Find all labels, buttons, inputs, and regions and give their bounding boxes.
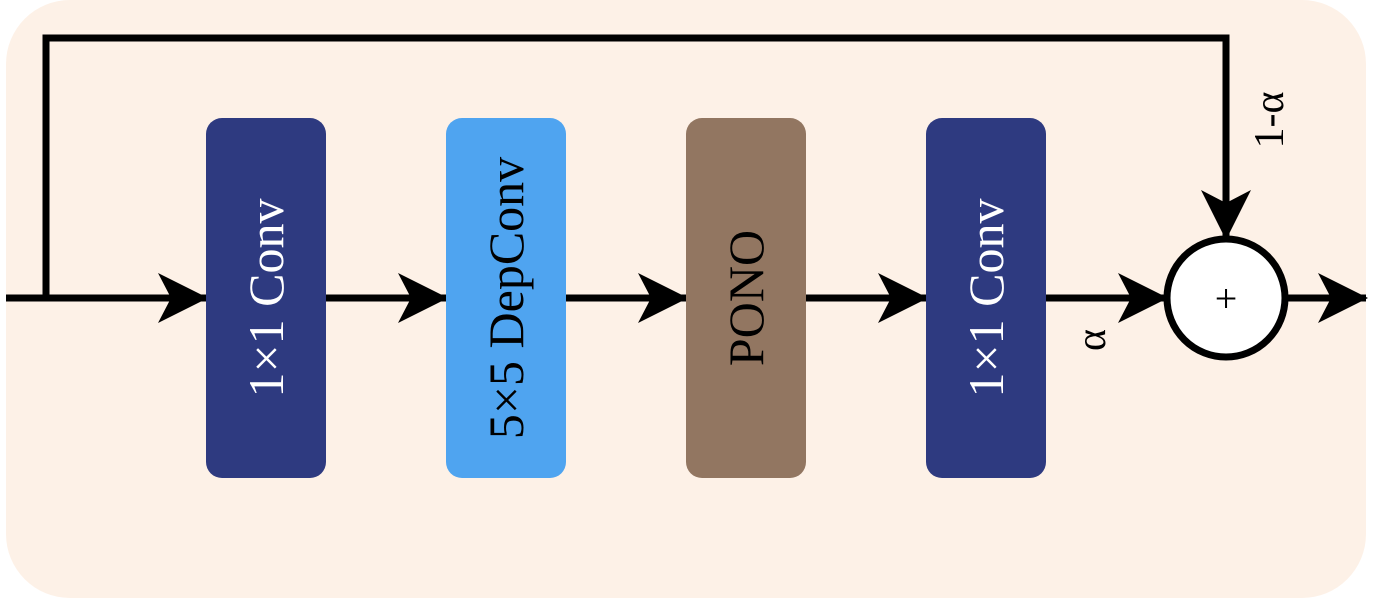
alpha-weight-label: α bbox=[1069, 328, 1115, 352]
conv1x1-block-2: 1×1 Conv bbox=[926, 118, 1046, 478]
sum-node bbox=[1163, 235, 1289, 361]
pono-block-label: PONO bbox=[718, 229, 774, 367]
conv1x1-block-1-label: 1×1 Conv bbox=[238, 198, 294, 398]
skip-connection-arrow bbox=[42, 34, 1251, 298]
one-minus-alpha-weight-label: 1-α bbox=[1247, 91, 1293, 149]
pono-block: PONO bbox=[686, 118, 806, 478]
conv1x1-block-1: 1×1 Conv bbox=[206, 118, 326, 478]
depconv5x5-block: 5×5 DepConv bbox=[446, 118, 566, 478]
depconv5x5-block-label: 5×5 DepConv bbox=[478, 156, 534, 440]
sum-node-symbol: + bbox=[1215, 276, 1238, 321]
conv1x1-block-2-label: 1×1 Conv bbox=[958, 198, 1014, 398]
